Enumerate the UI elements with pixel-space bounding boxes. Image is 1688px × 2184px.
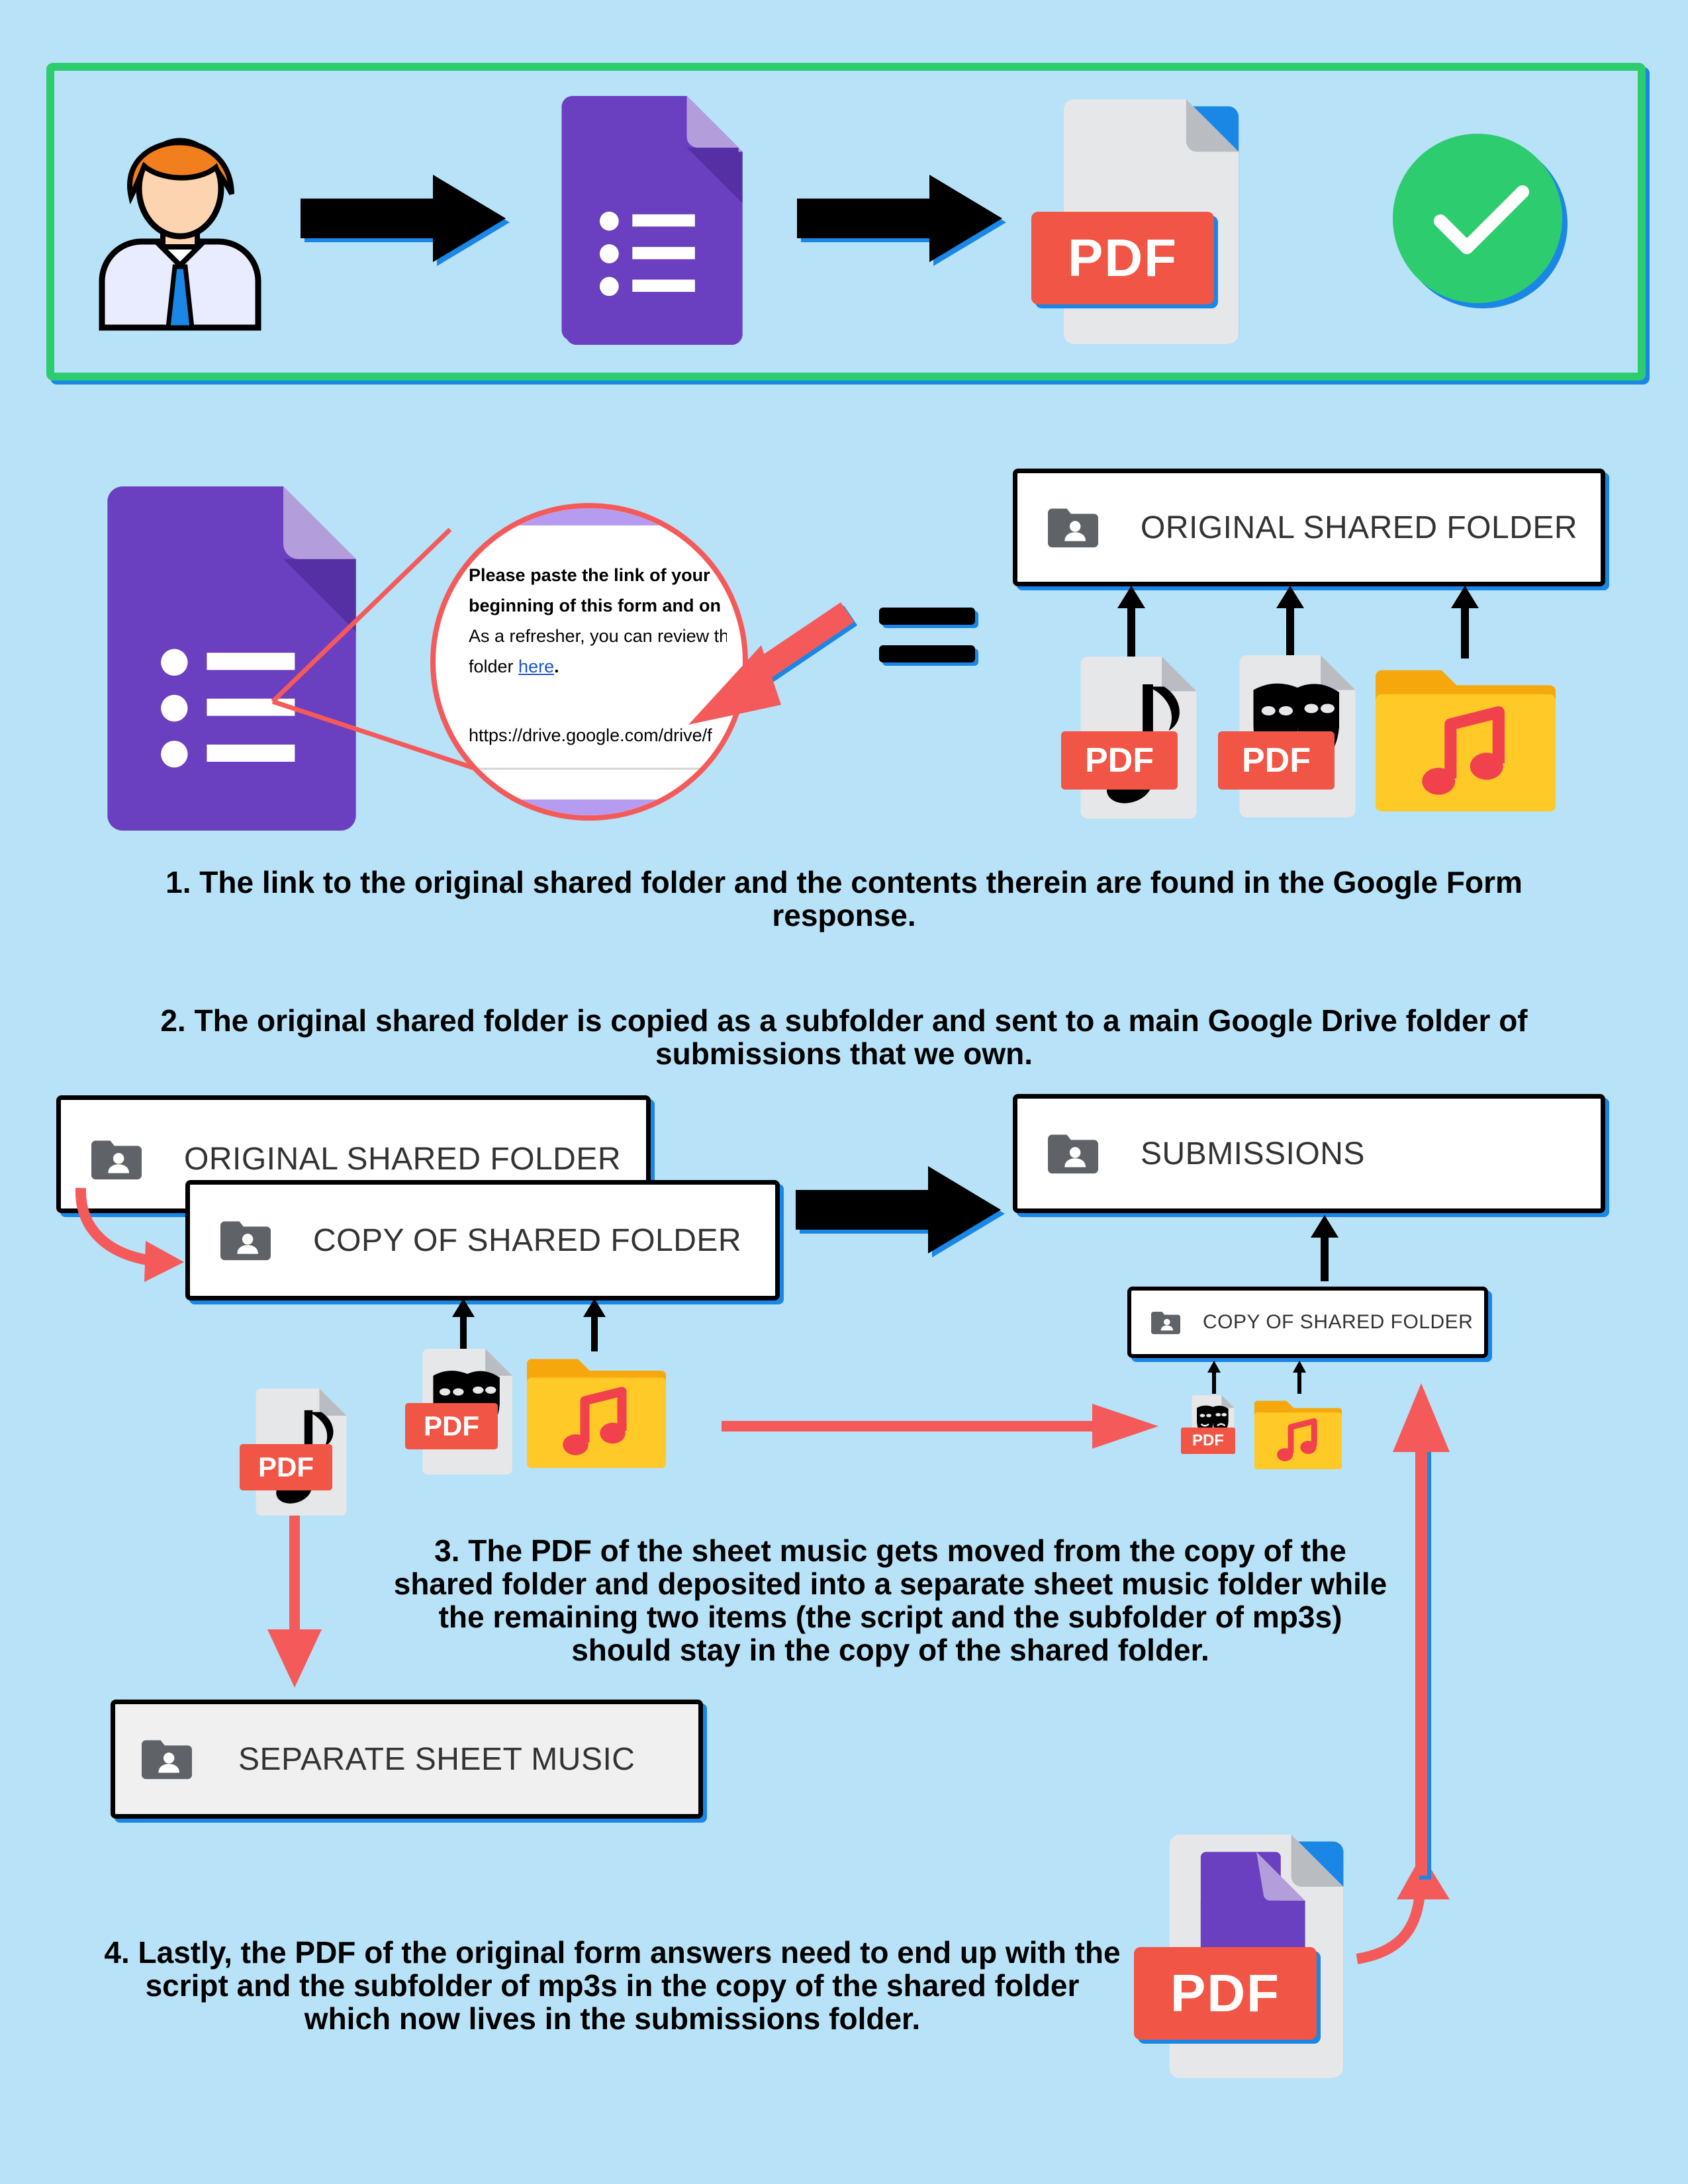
here-link[interactable]: here — [518, 657, 555, 676]
equals-sign — [879, 608, 975, 625]
right-arrow-icon — [797, 175, 1006, 266]
up-arrows — [1117, 586, 1479, 659]
pdf-badge: PDF — [1134, 1947, 1317, 2040]
shared-folder-icon — [1151, 1310, 1180, 1335]
shared-folder-icon — [142, 1738, 192, 1780]
zoom-callout — [430, 503, 748, 821]
move-arrow — [722, 1404, 1158, 1449]
equals-sign — [879, 645, 975, 662]
folder-label: ORIGINAL SHARED FOLDER — [1141, 510, 1578, 545]
checkmark-icon — [1393, 134, 1568, 308]
music-folder-icon — [527, 1349, 666, 1471]
shared-folder-icon — [1048, 506, 1098, 549]
folder-label: COPY OF SHARED FOLDER — [1203, 1311, 1474, 1333]
separate-sheet-music-box[interactable]: SEPARATE SHEET MUSIC — [111, 1700, 703, 1819]
zoom-line-3: As a refresher, you can review the — [469, 626, 727, 646]
top-flow-frame — [46, 63, 1646, 381]
pdf-badge: PDF — [1031, 212, 1214, 304]
pdf-badge: PDF — [1181, 1428, 1235, 1454]
shared-folder-icon — [91, 1138, 142, 1181]
right-arrow-icon — [301, 175, 510, 266]
copy-of-shared-folder-box[interactable]: COPY OF SHARED FOLDER — [185, 1180, 780, 1300]
pdf-badge: PDF — [240, 1444, 332, 1490]
pdf-badge-label: PDF — [424, 1410, 479, 1441]
person-icon — [99, 138, 261, 331]
step-4-caption: 4. Lastly, the PDF of the original form … — [104, 1935, 1121, 2036]
zoom-line-4: folder here. — [469, 657, 559, 676]
folder-label: COPY OF SHARED FOLDER — [313, 1222, 742, 1258]
up-arrows — [1207, 1361, 1306, 1394]
zoom-callout-text: Please paste the link of your beginning … — [469, 560, 727, 758]
shared-folder-icon — [220, 1219, 271, 1261]
folder-label: SUBMISSIONS — [1141, 1136, 1365, 1171]
pdf-badge: PDF — [1218, 731, 1335, 790]
google-forms-icon — [561, 96, 739, 341]
pdf-badge-label: PDF — [1068, 228, 1178, 287]
google-forms-icon — [106, 486, 357, 831]
zoom-line-2: beginning of this form and on — [469, 596, 721, 615]
red-pointer-arrow — [688, 602, 858, 725]
folder-label: ORIGINAL SHARED FOLDER — [184, 1142, 622, 1177]
step-2-caption: 2. The original shared folder is copied … — [160, 1003, 1528, 1071]
pdf-badge-label: PDF — [1085, 741, 1154, 780]
pdf-badge: PDF — [405, 1403, 498, 1449]
pdf-badge-label: PDF — [258, 1451, 314, 1482]
pdf-badge-label: PDF — [1170, 1964, 1280, 2023]
zoom-url: https://drive.google.com/drive/f — [469, 725, 712, 745]
pdf-badge: PDF — [1061, 731, 1178, 790]
submissions-folder-box[interactable]: SUBMISSIONS — [1013, 1094, 1605, 1213]
copy-arrow — [75, 1187, 184, 1282]
music-folder-icon — [1254, 1394, 1342, 1471]
copy-of-shared-folder-small-box[interactable]: COPY OF SHARED FOLDER — [1127, 1287, 1488, 1358]
step-3-caption: 3. The PDF of the sheet music gets moved… — [393, 1533, 1387, 1667]
pdf-badge-label: PDF — [1192, 1432, 1224, 1449]
return-arrow — [1356, 1383, 1450, 1964]
shared-folder-icon — [1048, 1132, 1098, 1175]
step-1-caption: 1. The link to the original shared folde… — [165, 865, 1523, 933]
original-shared-folder-box[interactable]: ORIGINAL SHARED FOLDER — [1013, 469, 1605, 586]
up-arrow — [1311, 1215, 1338, 1281]
pdf-badge-label: PDF — [1242, 741, 1311, 780]
up-arrows — [452, 1298, 606, 1351]
down-arrow — [267, 1516, 322, 1688]
music-folder-icon — [1376, 659, 1556, 814]
right-arrow-icon — [796, 1166, 1005, 1257]
folder-label: SEPARATE SHEET MUSIC — [238, 1741, 635, 1777]
zoom-line-1: Please paste the link of your — [469, 565, 710, 585]
